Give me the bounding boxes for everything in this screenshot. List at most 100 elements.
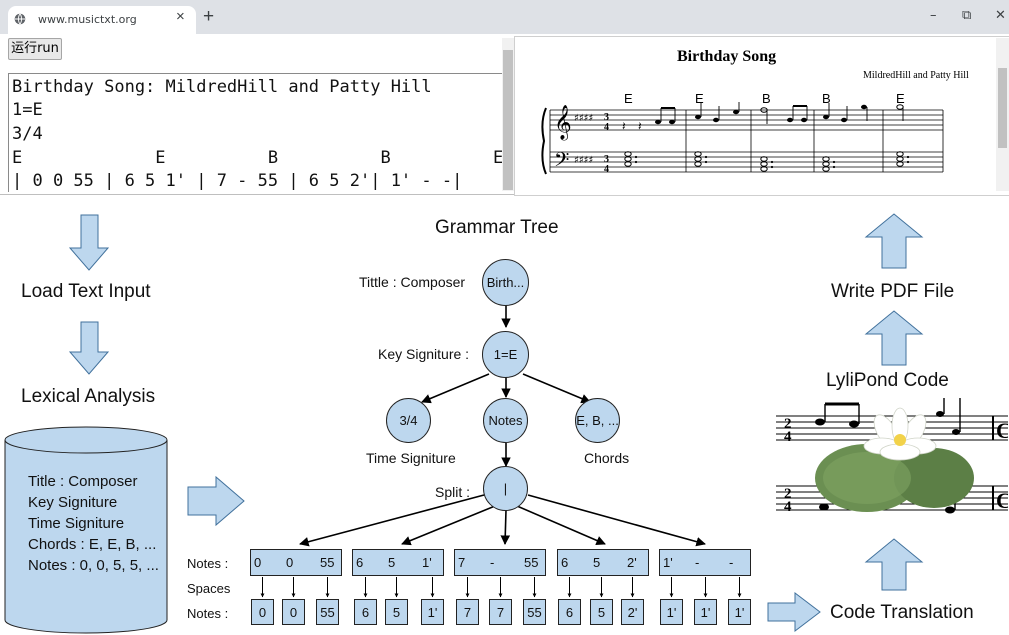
tree-node-notes: Notes (483, 398, 528, 443)
score-staves: 𝄞 𝄢 ♯♯♯♯ ♯♯♯♯ 3 4 3 4 𝄽 𝄽 (541, 102, 944, 176)
note-group (454, 549, 546, 576)
minimize-button[interactable]: – (930, 8, 937, 23)
tree-node-time: 3/4 (386, 398, 431, 443)
step-load-text: Load Text Input (21, 281, 151, 302)
chord-label: E (624, 91, 633, 106)
note-token: 1' (422, 555, 432, 570)
chord-label: E (695, 91, 704, 106)
svg-text:♯♯♯♯: ♯♯♯♯ (574, 155, 593, 166)
right-arrow (187, 475, 245, 527)
sheet-music-panel (514, 36, 1009, 196)
up-arrow (864, 310, 924, 366)
database-line: Chords : E, E, B, ... (28, 536, 157, 553)
chord-label: B (762, 91, 771, 106)
row-label-spaces: Spaces (187, 581, 231, 596)
note-token: 7 (458, 555, 466, 570)
editor-line: 1=E (12, 100, 43, 120)
note-token: - (695, 555, 700, 570)
note-group (352, 549, 444, 576)
editor-line: E E B B E (12, 148, 504, 168)
row-label-notes: Notes : (187, 556, 229, 571)
expanded-note-cell: 5 (385, 599, 408, 625)
tab-close-icon[interactable]: × (176, 8, 185, 25)
chords-label: Chords (584, 450, 630, 466)
step-lexical-analysis: Lexical Analysis (21, 386, 156, 407)
tree-node-title: Birth... (482, 259, 529, 306)
note-token: 6 (561, 555, 569, 570)
expanded-note-cell: 1' (660, 599, 683, 625)
expanded-note-cell: 1' (728, 599, 751, 625)
step-write-pdf: Write PDF File (831, 281, 955, 302)
database-line: Title : Composer (28, 473, 138, 490)
tree-node-chords: E, B, ... (575, 398, 620, 443)
svg-text:4: 4 (604, 164, 609, 175)
sheet-scrollbar[interactable] (996, 38, 1009, 191)
tree-node-split: | (483, 466, 528, 511)
expanded-note-cell: 6 (354, 599, 377, 625)
run-button[interactable]: 运行run (8, 38, 62, 60)
time-signature-label: Time Signiture (366, 450, 456, 466)
svg-text:2: 2 (784, 416, 792, 432)
expanded-note-cell: 7 (489, 599, 512, 625)
song-composer: MildredHill and Patty Hill (863, 70, 969, 81)
svg-text:4: 4 (784, 429, 792, 445)
restore-button[interactable]: ⧉ (962, 8, 972, 23)
up-arrow (864, 213, 924, 269)
tree-title: Grammar Tree (435, 217, 559, 238)
expanded-note-cell: 5 (590, 599, 613, 625)
expanded-note-cell: 55 (523, 599, 546, 625)
browser-tab[interactable] (8, 6, 196, 34)
note-token: 2' (627, 555, 637, 570)
note-token: 0 (254, 555, 262, 570)
svg-text:C: C (996, 488, 1008, 513)
title-composer-label: Tittle : Composer (359, 274, 466, 290)
note-token: 6 (356, 555, 364, 570)
step-lilypond-code: LyliPond Code (826, 370, 949, 391)
new-tab-button[interactable]: + (203, 6, 215, 27)
svg-text:4: 4 (784, 499, 792, 515)
expanded-note-cell: 2' (621, 599, 644, 625)
database-line: Notes : 0, 0, 5, 5, ... (28, 557, 159, 574)
note-group (659, 549, 751, 576)
expanded-note-cell: 0 (282, 599, 305, 625)
svg-text:C: C (996, 418, 1008, 443)
right-arrow (767, 591, 821, 633)
svg-text:𝄽: 𝄽 (638, 119, 642, 133)
svg-text:3: 3 (604, 112, 609, 123)
down-arrow (68, 214, 110, 271)
window-close-button[interactable]: ✕ (995, 8, 1006, 23)
down-arrow (68, 321, 110, 375)
editor-line: Birthday Song: MildredHill and Patty Hil… (12, 77, 432, 97)
song-title: Birthday Song (677, 48, 777, 65)
editor-line: | 0 0 55 | 6 5 1' | 7 - 55 | 6 5 2'| 1' … (12, 171, 463, 191)
expanded-note-cell: 1' (421, 599, 444, 625)
note-token: 1' (663, 555, 673, 570)
step-code-translation: Code Translation (830, 602, 974, 623)
database-line: Key Signiture (28, 494, 118, 511)
key-signature-label: Key Signiture : (378, 346, 470, 362)
note-token: 55 (320, 555, 335, 570)
editor-scrollbar[interactable] (502, 38, 514, 191)
tree-node-key: 1=E (482, 331, 529, 378)
svg-text:𝄞: 𝄞 (554, 105, 572, 141)
lilypond-logo: 24 24 CC (776, 398, 1008, 515)
chord-label: B (822, 91, 831, 106)
database-cylinder (4, 426, 168, 634)
editor-line: 3/4 (12, 124, 43, 144)
expanded-note-cell: 0 (251, 599, 274, 625)
note-token: 5 (593, 555, 601, 570)
svg-text:2: 2 (784, 486, 792, 502)
up-arrow (864, 538, 924, 591)
note-token: - (729, 555, 734, 570)
tab-title: www.musictxt.org (38, 13, 137, 26)
expanded-note-cell: 1' (694, 599, 717, 625)
note-group (250, 549, 342, 576)
globe-icon (14, 13, 26, 25)
svg-text:♯♯♯♯: ♯♯♯♯ (574, 113, 593, 124)
row-label-notes-expanded: Notes : (187, 606, 229, 621)
scrollbar-thumb[interactable] (503, 50, 513, 190)
text-editor[interactable] (8, 73, 502, 192)
scrollbar-thumb[interactable] (998, 68, 1007, 148)
chord-label: E (896, 91, 905, 106)
